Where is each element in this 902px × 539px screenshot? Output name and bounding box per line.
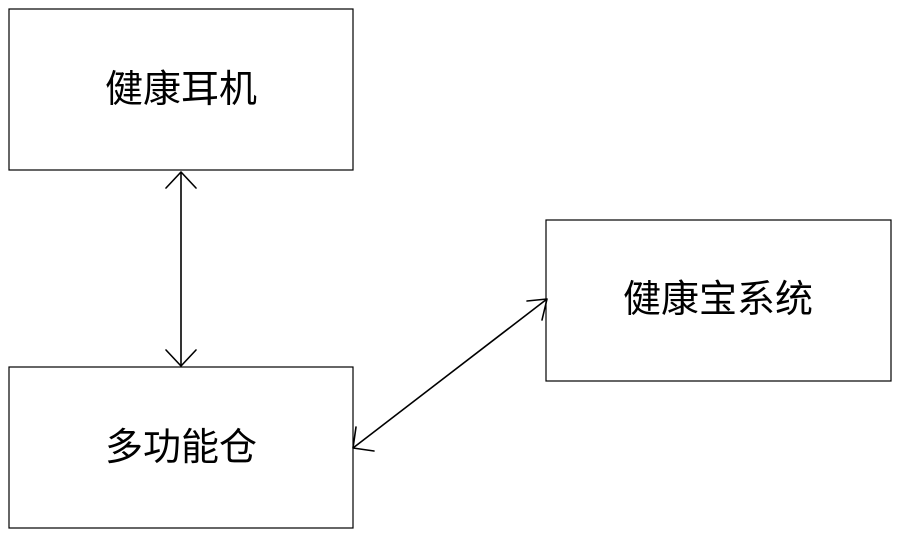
node-system-label: 健康宝系统 <box>623 277 813 321</box>
node-earphone-label: 健康耳机 <box>105 67 257 111</box>
edge-case-system-line <box>353 299 547 448</box>
edge-earphone-case <box>166 172 196 366</box>
node-case: 多功能仓 <box>9 367 353 528</box>
node-earphone: 健康耳机 <box>9 9 353 170</box>
node-system: 健康宝系统 <box>546 220 891 381</box>
edge-case-system <box>353 299 547 451</box>
node-case-label: 多功能仓 <box>105 425 257 469</box>
